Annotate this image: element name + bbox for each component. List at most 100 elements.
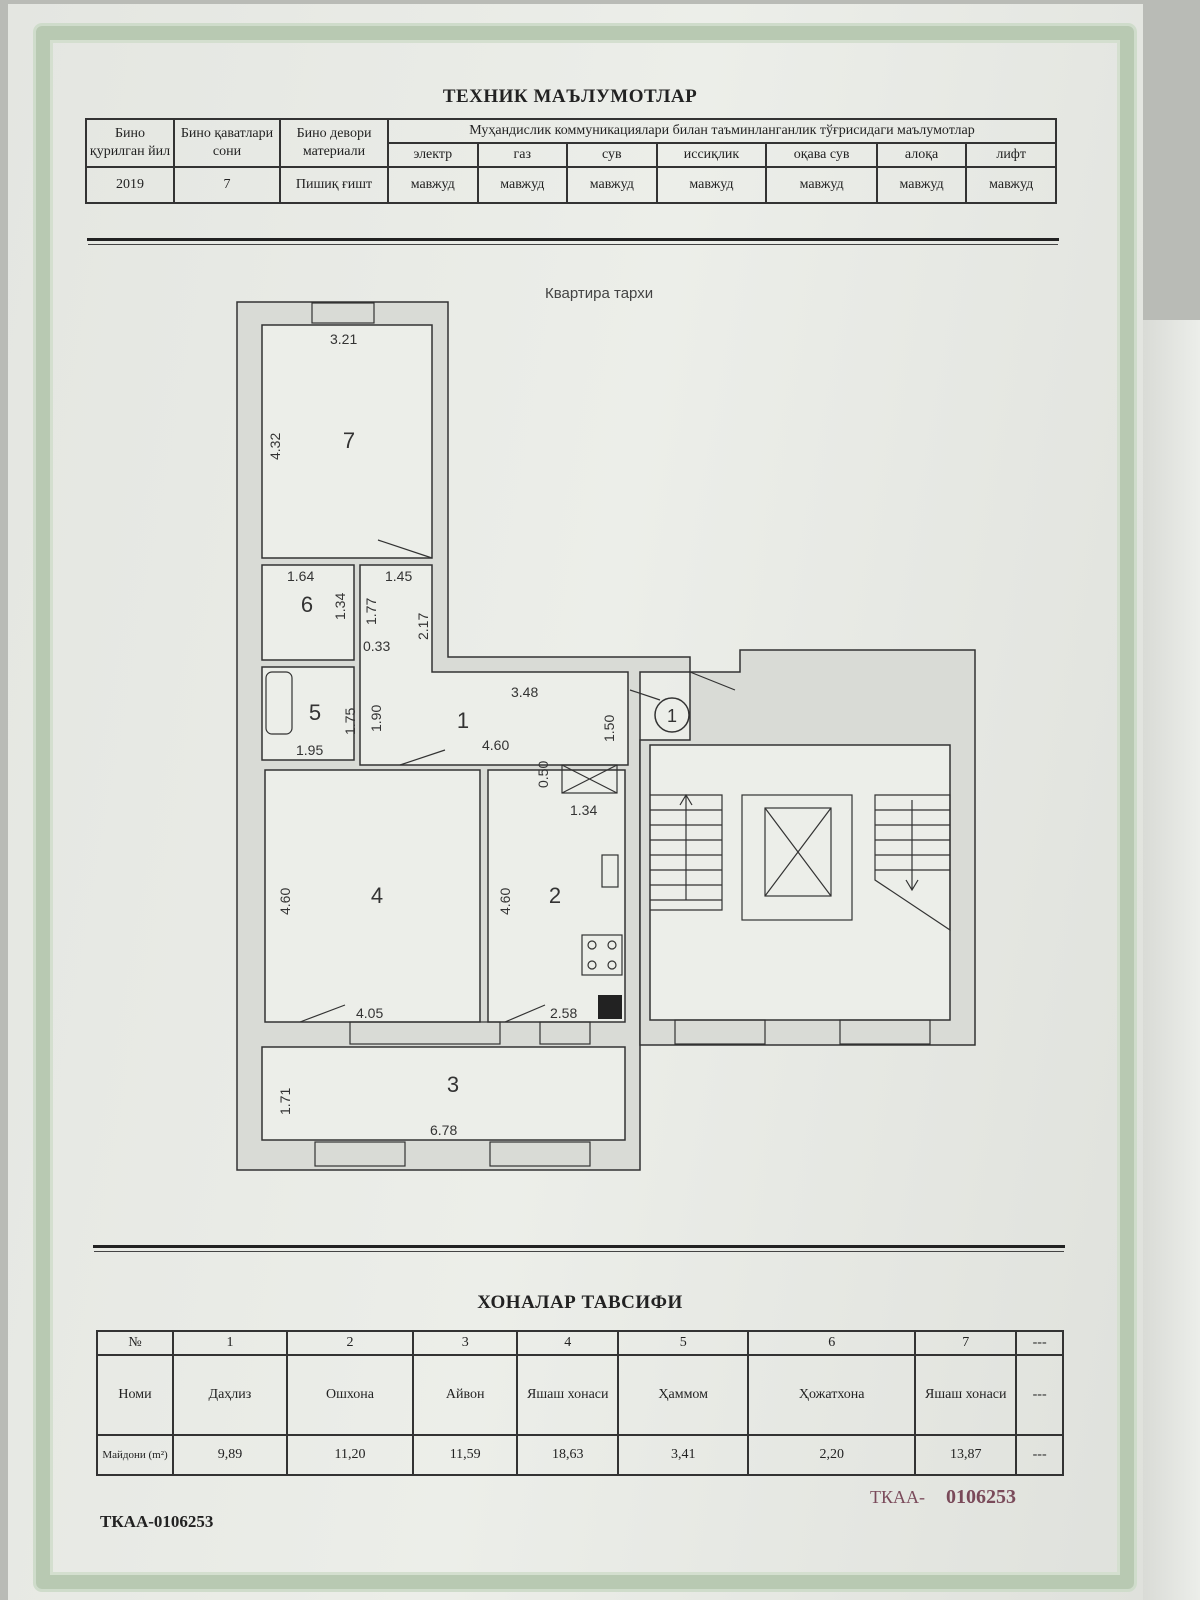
utility-value: мавжуд — [965, 166, 1057, 204]
table-row: Номи Даҳлиз Ошхона Айвон Яшаш хонаси Ҳам… — [96, 1354, 1064, 1436]
room-2 — [487, 769, 626, 1023]
cell: Айвон — [412, 1354, 519, 1436]
room-label-2: 2 — [549, 883, 561, 908]
plan-caption: Квартира тархи — [545, 285, 654, 302]
dim: 1.75 — [342, 708, 358, 735]
cell: 2,20 — [747, 1434, 917, 1476]
window — [314, 1141, 406, 1167]
table-row: Майдони (m²) 9,89 11,20 11,59 18,63 3,41… — [96, 1434, 1064, 1476]
dim: 1.34 — [570, 802, 597, 818]
header-year: Бино қурилган йил — [85, 118, 175, 168]
room-3 — [261, 1046, 626, 1141]
divider-bottom — [93, 1245, 1065, 1248]
cell: --- — [1015, 1330, 1064, 1356]
dim: 1.34 — [332, 593, 348, 620]
cell: Ҳаммом — [617, 1354, 750, 1436]
dim: 1.90 — [368, 705, 384, 732]
serial-number: 0106253 — [946, 1486, 1016, 1508]
window — [674, 1019, 766, 1045]
cell: 11,20 — [285, 1434, 415, 1476]
cell: Даҳлиз — [172, 1354, 288, 1436]
stairs-right — [874, 794, 951, 932]
dim: 6.78 — [430, 1122, 457, 1138]
cell: 2 — [285, 1330, 415, 1356]
dim: 1.45 — [385, 568, 412, 584]
dim: 4.60 — [482, 737, 509, 753]
utility-value: мавжуд — [875, 166, 968, 204]
room-1-hall — [359, 564, 629, 766]
utility-header: сув — [566, 142, 658, 168]
dim: 0.50 — [535, 761, 551, 788]
year-value: 2019 — [85, 166, 175, 204]
vent-shaft — [561, 764, 618, 794]
serial-prefix: ТКАА- — [870, 1487, 925, 1507]
cell: Яшаш хонаси — [516, 1354, 620, 1436]
sink-icon — [601, 854, 619, 888]
dim: 1.77 — [363, 598, 379, 625]
cell: --- — [1015, 1434, 1064, 1476]
stairwell — [649, 744, 951, 1021]
dim: 3.21 — [330, 331, 357, 347]
decorative-border — [36, 26, 1134, 1589]
fridge-icon — [598, 995, 622, 1019]
utility-header: алоқа — [875, 142, 968, 168]
utility-header: иссиқлик — [655, 142, 768, 168]
cell: 1 — [172, 1330, 288, 1356]
tech-table: Бино қурилган йил Бино қаватлари сони Би… — [85, 118, 1057, 204]
tech-title: ТЕХНИК МАЪЛУМОТЛАР — [442, 86, 698, 107]
window — [839, 1019, 931, 1045]
dim: 4.60 — [497, 888, 513, 915]
cell: 13,87 — [914, 1434, 1018, 1476]
header-wall: Бино девори материали — [279, 118, 389, 168]
background-sheet — [1140, 320, 1200, 1600]
utility-value: мавжуд — [765, 166, 878, 204]
door-swing — [299, 539, 736, 1023]
room-label-5: 5 — [309, 700, 321, 725]
window — [489, 1141, 591, 1167]
dim: 1.95 — [296, 742, 323, 758]
room-6 — [261, 564, 355, 661]
room-label-4: 4 — [371, 883, 383, 908]
elevator-shaft — [764, 807, 832, 897]
dim: 1.64 — [287, 568, 314, 584]
room-label-6: 6 — [301, 592, 313, 617]
cell: 3 — [412, 1330, 519, 1356]
row-label: Номи — [96, 1354, 174, 1436]
cell: 4 — [516, 1330, 620, 1356]
cell: 3,41 — [617, 1434, 750, 1476]
utility-header: оқава сув — [765, 142, 878, 168]
dim: 4.60 — [277, 888, 293, 915]
header-comms: Муҳандислик коммуникациялари билан таъми… — [387, 118, 1057, 144]
cell: Ошхона — [285, 1354, 415, 1436]
dim: 4.32 — [267, 433, 283, 460]
cell: 11,59 — [412, 1434, 519, 1476]
cell: 7 — [914, 1330, 1018, 1356]
dim: 1.50 — [601, 715, 617, 742]
header-floors: Бино қаватлари сони — [173, 118, 281, 168]
utility-value: мавжуд — [387, 166, 479, 204]
utility-header: лифт — [965, 142, 1057, 168]
row-label: № — [96, 1330, 174, 1356]
entrance-number: 1 — [667, 706, 677, 726]
cell: 9,89 — [172, 1434, 288, 1476]
room-5 — [261, 666, 355, 761]
room-label-3: 3 — [447, 1072, 459, 1097]
dim: 2.58 — [550, 1005, 577, 1021]
divider-top — [87, 238, 1059, 241]
cell: 18,63 — [516, 1434, 620, 1476]
table-row: № 1 2 3 4 5 6 7 --- — [96, 1330, 1064, 1356]
bathtub-icon — [265, 671, 293, 735]
utility-value: мавжуд — [655, 166, 768, 204]
room-label-7: 7 — [343, 428, 355, 453]
cell: --- — [1015, 1354, 1064, 1436]
window — [311, 302, 375, 324]
dim: 3.48 — [511, 684, 538, 700]
dim: 4.05 — [356, 1005, 383, 1021]
serial-number-stamp: ТКАА- 0106253 — [870, 1486, 1016, 1509]
wall-value: Пишиқ ғишт — [279, 166, 389, 204]
window — [349, 1021, 501, 1045]
utility-header: газ — [476, 142, 569, 168]
stove-icon — [581, 934, 623, 976]
dim: 2.17 — [415, 613, 431, 640]
